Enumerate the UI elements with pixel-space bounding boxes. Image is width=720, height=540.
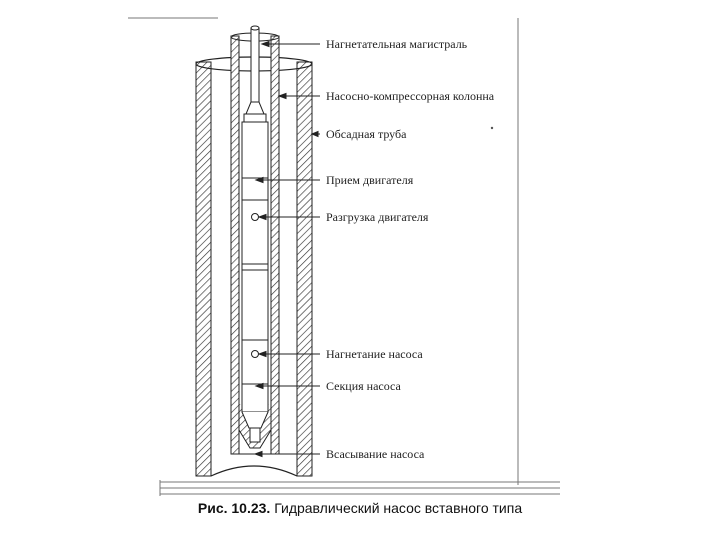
label-pump-discharge: Нагнетание насоса: [326, 347, 423, 361]
leader-lines: [253, 40, 320, 458]
labels: Нагнетательная магистраль Насосно-компре…: [326, 37, 495, 461]
casing-pipe: [195, 56, 313, 477]
engine-discharge-port: [251, 213, 259, 221]
figure-caption: Рис. 10.23. Гидравлический насос вставно…: [0, 500, 720, 516]
label-pump-section: Секция насоса: [326, 379, 402, 393]
caption-text: Гидравлический насос вставного типа: [274, 500, 523, 516]
pump-unit: [241, 113, 269, 443]
frame-marks: [128, 17, 560, 496]
label-tubing-string: Насосно-компрессорная колонна: [326, 89, 495, 103]
label-injection-line: Нагнетательная магистраль: [326, 37, 468, 51]
pump-discharge-port: [251, 350, 259, 358]
scan-dot: [490, 126, 494, 130]
label-casing-pipe: Обсадная труба: [326, 127, 407, 141]
label-engine-intake: Прием двигателя: [326, 173, 414, 187]
label-pump-suction: Всасывание насоса: [326, 447, 425, 461]
label-engine-discharge: Разгрузка двигателя: [326, 210, 429, 224]
caption-number: Рис. 10.23.: [197, 500, 271, 516]
injection-line: [245, 25, 265, 115]
